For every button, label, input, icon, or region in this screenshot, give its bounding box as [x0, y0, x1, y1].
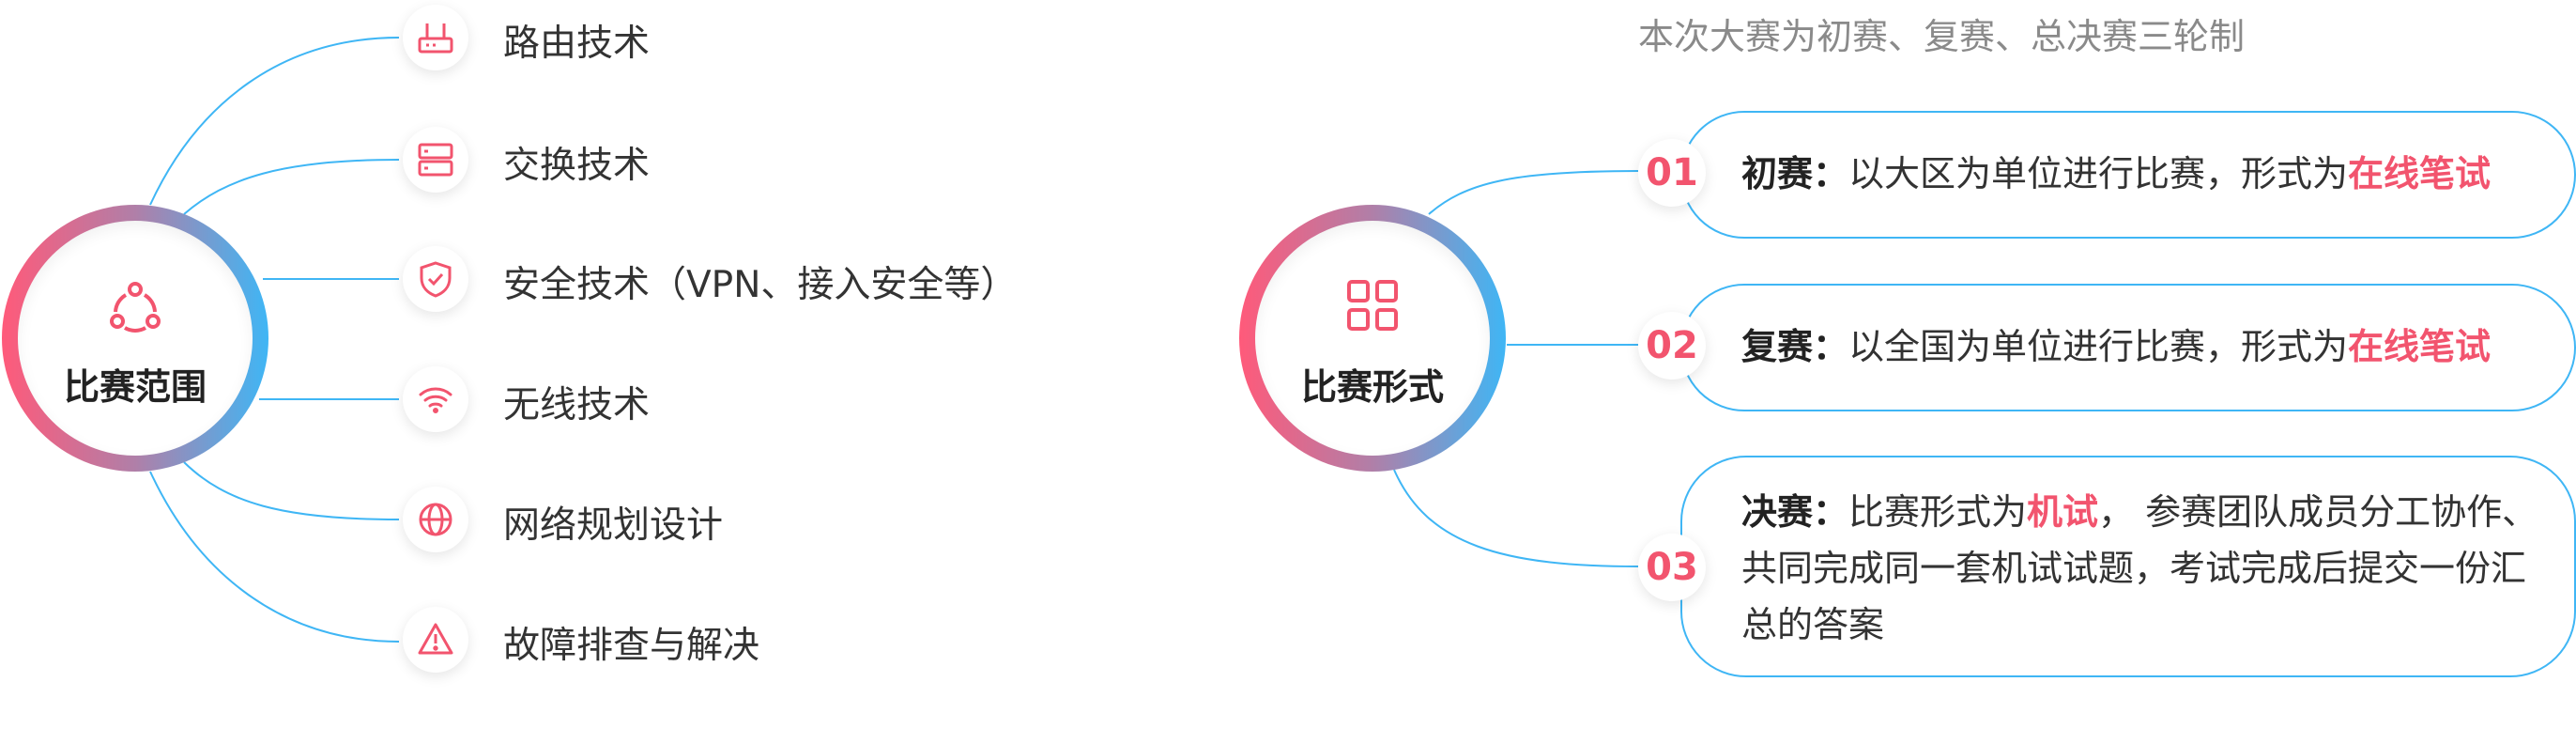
stage-number: 03 [1638, 534, 1706, 601]
stage-number: 01 [1638, 139, 1706, 207]
connector-5 [183, 461, 400, 520]
wifi-icon [403, 366, 468, 432]
connector-2 [183, 159, 400, 215]
scope-hub: 比赛范围 [2, 205, 268, 472]
connector-stage-3 [1393, 469, 1639, 567]
format-hub: 比赛形式 [1239, 205, 1506, 472]
stage-highlight: 机试 [2027, 491, 2099, 533]
scope-item-label: 无线技术 [503, 384, 651, 426]
scope-item-label: 交换技术 [503, 145, 651, 187]
stage-card-2 [1680, 284, 2576, 411]
stage-description: 比赛形式为 [1848, 491, 2028, 533]
format-caption: 本次大赛为初赛、复赛、总决赛三轮制 [1638, 16, 2246, 57]
shield-check-icon [403, 246, 468, 312]
stage-highlight: 在线笔试 [2348, 326, 2492, 367]
connector-6 [149, 471, 400, 643]
stage-2-text: 复赛：以全国为单位进行比赛，形式为在线笔试 [1741, 318, 2549, 375]
share-nodes-icon [107, 279, 163, 339]
stage-name: 初赛： [1741, 153, 1849, 194]
connector-1 [149, 37, 400, 206]
switch-server-icon [403, 127, 468, 193]
router-icon [403, 5, 468, 70]
warning-icon [403, 607, 468, 673]
scope-item-label: 网络规划设计 [503, 504, 724, 547]
stage-card-3 [1680, 456, 2576, 677]
format-title: 比赛形式 [1300, 366, 1444, 408]
scope-item-label: 故障排查与解决 [503, 625, 760, 667]
connector-stage-1 [1428, 170, 1639, 215]
globe-icon [403, 487, 468, 552]
stage-number: 02 [1638, 312, 1706, 380]
scope-item-label: 安全技术（VPN、接入安全等） [503, 264, 1018, 306]
stage-card-1 [1680, 111, 2576, 239]
scope-item-label: 路由技术 [503, 23, 651, 65]
stage-name: 决赛： [1741, 491, 1849, 533]
stage-description: 以大区为单位进行比赛，形式为 [1848, 153, 2349, 194]
stage-1-text: 初赛：以大区为单位进行比赛，形式为在线笔试 [1741, 146, 2549, 202]
stage-description: 以全国为单位进行比赛，形式为 [1848, 326, 2349, 367]
stage-3-text: 决赛：比赛形式为机试， 参赛团队成员分工协作、共同完成同一套机试试题，考试完成后… [1741, 484, 2539, 653]
stage-highlight: 在线笔试 [2348, 153, 2492, 194]
stage-description-continued: ， 参赛团队成员分工协作、共同完成同一套机试试题，考试完成后提交一份汇总的答案 [1741, 491, 2538, 645]
scope-title: 比赛范围 [63, 366, 207, 408]
stage-name: 复赛： [1741, 326, 1849, 367]
grid-four-icon [1344, 277, 1401, 337]
